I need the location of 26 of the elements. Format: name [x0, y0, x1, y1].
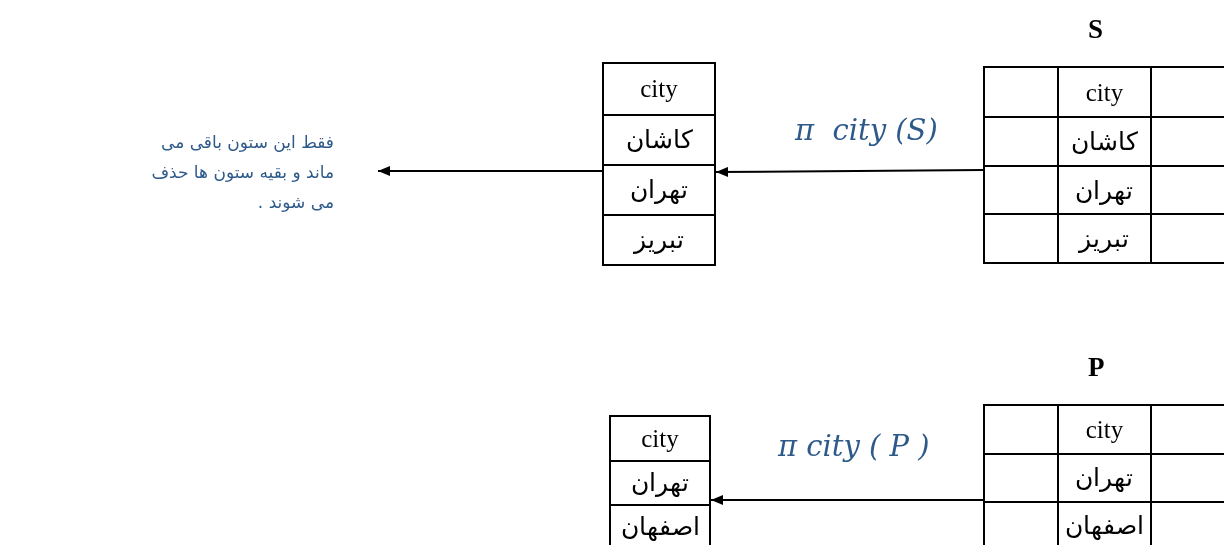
- arrow: [710, 495, 984, 505]
- table-cell-text: اصفهان: [1064, 512, 1144, 538]
- table-title: P: [1088, 354, 1105, 381]
- edge-label: π city (S): [795, 116, 938, 145]
- result-table: [609, 415, 711, 545]
- table-cell-text: city: [1085, 417, 1124, 443]
- table-cell-text: تهران: [1075, 465, 1134, 491]
- table-cell-text: city: [640, 76, 678, 102]
- table-cell-text: تبریز: [634, 227, 684, 253]
- table-cell-text: اصفهان: [620, 513, 700, 539]
- result-table: [602, 62, 716, 266]
- table-cell-text: تهران: [631, 470, 689, 496]
- note-text: فقط این ستون باقی می ماند و بقیه ستون ها حذف می شوند .: [150, 131, 335, 214]
- table-cell-text: کاشان: [1070, 129, 1138, 155]
- table-cell-text: تهران: [1075, 177, 1134, 203]
- table-title: S: [1088, 16, 1104, 43]
- source-table: [983, 66, 1224, 264]
- source-table: [983, 404, 1224, 545]
- table-cell-text: کاشان: [625, 127, 693, 153]
- table-cell-text: تبریز: [1079, 226, 1130, 252]
- arrow: [377, 166, 603, 176]
- table-cell-text: city: [1085, 79, 1124, 105]
- table-cell-text: تهران: [630, 177, 688, 203]
- arrow: [715, 166, 984, 177]
- edge-label: π city ( P ): [778, 432, 930, 461]
- table-cell-text: city: [641, 426, 679, 452]
